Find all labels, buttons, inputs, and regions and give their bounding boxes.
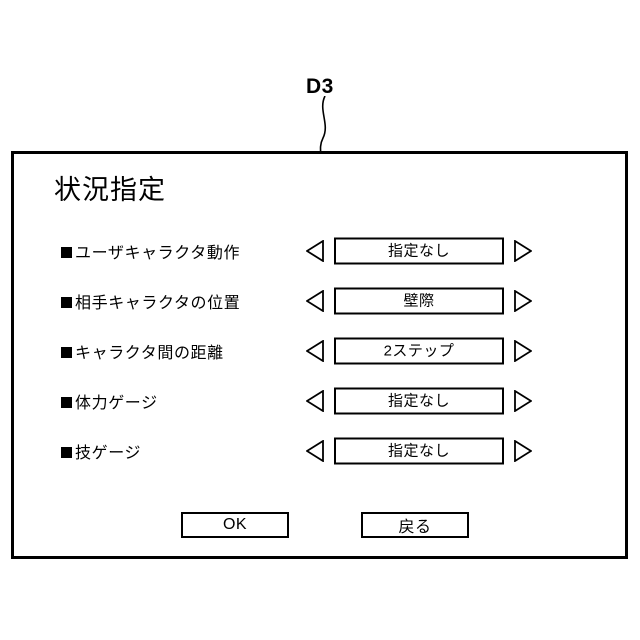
bullet-square-icon (61, 297, 72, 308)
option-label: 技ゲージ (61, 439, 141, 463)
option-label: キャラクタ間の距離 (61, 339, 224, 363)
triangle-right-outline-icon[interactable] (514, 340, 532, 362)
option-label: 相手キャラクタの位置 (61, 289, 240, 313)
triangle-right-outline-icon[interactable] (514, 240, 532, 262)
option-row-character-distance: キャラクタ間の距離 2ステップ (14, 326, 625, 376)
figure-callout-label: D3 (306, 75, 334, 98)
option-label-text: 体力ゲージ (75, 395, 158, 412)
option-value-text: 指定なし (387, 442, 450, 460)
option-value-text: 2ステップ (383, 342, 455, 360)
triangle-left-outline-icon[interactable] (306, 440, 324, 462)
bullet-square-icon (61, 447, 72, 458)
option-row-user-character-action: ユーザキャラクタ動作 指定なし (14, 226, 625, 276)
triangle-left-outline-icon[interactable] (306, 340, 324, 362)
page-title: 状況指定 (54, 175, 166, 205)
situation-settings-dialog: 状況指定 ユーザキャラクタ動作 指定なし 相手キャラクタの位置 (11, 151, 628, 559)
option-row-health-gauge: 体力ゲージ 指定なし (14, 376, 625, 426)
bullet-square-icon (61, 247, 72, 258)
option-value-box[interactable]: 指定なし (334, 387, 504, 415)
triangle-left-outline-icon[interactable] (306, 390, 324, 412)
back-button[interactable]: 戻る (361, 512, 469, 538)
option-label-text: ユーザキャラクタ動作 (75, 245, 241, 262)
ok-button[interactable]: OK (181, 512, 289, 538)
option-label: 体力ゲージ (61, 389, 158, 413)
bullet-square-icon (61, 397, 72, 408)
option-label: ユーザキャラクタ動作 (61, 239, 240, 263)
bullet-square-icon (61, 347, 72, 358)
options-list: ユーザキャラクタ動作 指定なし 相手キャラクタの位置 壁際 (14, 226, 625, 476)
option-label-text: 相手キャラクタの位置 (75, 295, 241, 312)
option-value-text: 指定なし (387, 392, 450, 410)
option-value-box[interactable]: 2ステップ (334, 337, 504, 365)
triangle-right-outline-icon[interactable] (514, 390, 532, 412)
option-value-box[interactable]: 壁際 (334, 287, 504, 315)
option-value-box[interactable]: 指定なし (334, 437, 504, 465)
option-value-box[interactable]: 指定なし (334, 237, 504, 265)
callout-leader-line (319, 96, 327, 158)
triangle-right-outline-icon[interactable] (514, 440, 532, 462)
triangle-right-outline-icon[interactable] (514, 290, 532, 312)
option-label-text: キャラクタ間の距離 (75, 345, 224, 362)
dialog-footer: OK 戻る (14, 512, 625, 542)
option-label-text: 技ゲージ (75, 445, 142, 462)
triangle-left-outline-icon[interactable] (306, 240, 324, 262)
option-value-text: 壁際 (403, 292, 435, 310)
option-row-skill-gauge: 技ゲージ 指定なし (14, 426, 625, 476)
option-value-text: 指定なし (387, 242, 450, 260)
option-row-opponent-character-position: 相手キャラクタの位置 壁際 (14, 276, 625, 326)
triangle-left-outline-icon[interactable] (306, 290, 324, 312)
